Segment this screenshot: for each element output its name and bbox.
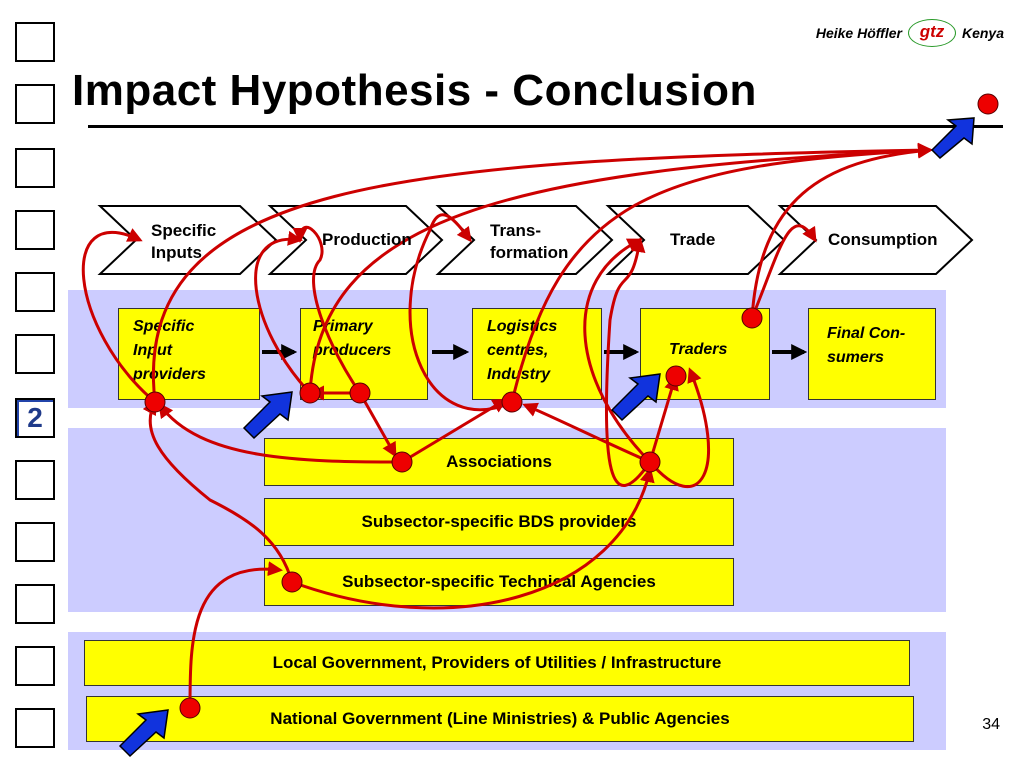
- node-dot: [741, 307, 763, 329]
- nav-box[interactable]: [15, 646, 55, 686]
- nav-box[interactable]: [15, 522, 55, 562]
- node-dot: [665, 365, 687, 387]
- node-dot: [639, 451, 661, 473]
- title-underline: [88, 125, 1003, 128]
- node-dot: [391, 451, 413, 473]
- chevron-transformation: [435, 205, 614, 275]
- entry-arrow-icon: [930, 117, 975, 160]
- node-dot: [349, 382, 371, 404]
- bds-providers-bar: Subsector-specific BDS providers: [264, 498, 734, 546]
- node-dot: [281, 571, 303, 593]
- entry-arrow-icon: [610, 373, 661, 422]
- chain-label-production: Production: [322, 230, 412, 249]
- final-consumers-label: Final Con- sumers: [827, 325, 906, 366]
- nav-box[interactable]: [15, 334, 55, 374]
- gtz-logo: gtz: [907, 19, 956, 47]
- nav-box[interactable]: [15, 22, 55, 62]
- node-dot: [179, 697, 201, 719]
- author-name: Heike Höffler: [815, 25, 902, 41]
- country-name: Kenya: [961, 25, 1004, 41]
- nav-box[interactable]: [15, 272, 55, 312]
- entry-arrow-icon: [118, 709, 169, 758]
- final-consumers-box: Final Con- sumers: [808, 308, 936, 400]
- nav-box[interactable]: [15, 148, 55, 188]
- chain-label-consumption: Consumption: [828, 230, 938, 249]
- node-dot: [501, 391, 523, 413]
- header: Heike Höffler gtz Kenya: [816, 19, 1004, 47]
- chain-label-transformation: Trans- formation: [490, 221, 569, 262]
- node-dot: [144, 391, 166, 413]
- nav-box[interactable]: [15, 460, 55, 500]
- page-number: 34: [982, 716, 1000, 733]
- nav-box[interactable]: [15, 708, 55, 748]
- nav-box[interactable]: [15, 210, 55, 250]
- value-chain: [97, 205, 974, 275]
- nav-box[interactable]: [15, 84, 55, 124]
- chain-label-specific-inputs: Specific Inputs: [151, 221, 217, 262]
- technical-agencies-bar: Subsector-specific Technical Agencies: [264, 558, 734, 606]
- local-government-bar: Local Government, Providers of Utilities…: [84, 640, 910, 686]
- page-title: Impact Hypothesis - Conclusion: [72, 66, 757, 115]
- nav-box[interactable]: [15, 584, 55, 624]
- chain-label-trade: Trade: [670, 230, 716, 249]
- logistics-label: Logistics centres, Industry: [487, 318, 558, 383]
- input-providers-label: Specific Input providers: [133, 318, 206, 383]
- nav-box-active[interactable]: 2: [15, 398, 55, 438]
- traders-label: Traders: [669, 341, 728, 358]
- national-government-bar: National Government (Line Ministries) & …: [86, 696, 914, 742]
- entry-arrow-icon: [242, 391, 293, 440]
- node-dot: [977, 93, 999, 115]
- node-dot: [299, 382, 321, 404]
- input-providers-box: Specific Input providers: [118, 308, 260, 400]
